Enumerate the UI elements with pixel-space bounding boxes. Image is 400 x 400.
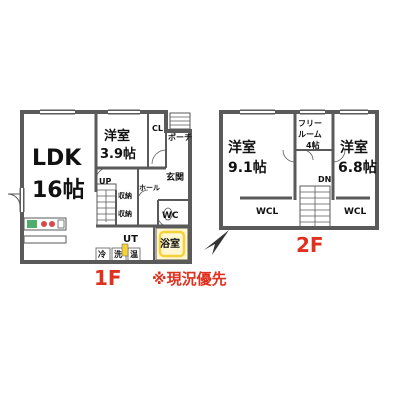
dn-label: DN <box>318 175 331 184</box>
ut-label: UT <box>123 234 138 245</box>
2f-outer-wall <box>219 110 379 230</box>
north-arrow-icon <box>204 230 229 255</box>
floor-2f-plan: 洋室 9.1帖 フリー ルーム 4帖 洋室 6.8帖 DN WCL WCL 2F <box>219 109 379 257</box>
2f-stairs <box>299 185 331 228</box>
room2-label-line2: 6.8帖 <box>338 159 377 176</box>
kitchen-sink-icon <box>27 220 37 228</box>
bathroom-label: 浴室 <box>160 237 180 250</box>
washbasin-icon <box>121 243 129 257</box>
room1-label-line2: 9.1帖 <box>228 159 267 176</box>
stove-burner-icon <box>41 221 47 227</box>
free-room-label-line3: 4帖 <box>306 140 320 150</box>
toilet-icon <box>163 207 173 221</box>
yoshitsu-label-line2: 3.9帖 <box>100 146 136 162</box>
ldk-label-line2: 16帖 <box>32 178 85 203</box>
shuno-label-1: 収納 <box>118 191 132 200</box>
genkan-label: 玄関 <box>166 171 184 183</box>
kitchen-counter <box>23 217 67 244</box>
refrigerator-label: 冷 <box>98 249 106 259</box>
room2-label-line1: 洋室 <box>340 139 368 156</box>
1f-stairs <box>96 183 117 227</box>
washer-label: 洗 <box>114 249 122 259</box>
shuno-label-2: 収納 <box>118 209 132 218</box>
cl-label: CL <box>152 124 163 133</box>
yoshitsu-label-line1: 洋室 <box>104 128 130 144</box>
ldk-label-line1: LDK <box>32 146 82 171</box>
wcl-label-2: WCL <box>344 207 367 217</box>
1f-outer-wall <box>20 110 192 264</box>
room1-label-line1: 洋室 <box>228 139 256 156</box>
current-condition-note: ※現況優先 <box>152 270 227 288</box>
stove-burner-icon <box>49 221 55 227</box>
floor-1f-plan: LDK 16帖 洋室 3.9帖 CL ポーチ UP 収納 ホール 玄関 収納 W… <box>7 109 192 290</box>
hall-label: ホール <box>139 184 160 192</box>
wcl-label-1: WCL <box>256 207 279 217</box>
floor-2f-label: 2F <box>296 233 324 257</box>
free-room-label-line2: ルーム <box>298 130 322 139</box>
floor-1f-label: 1F <box>94 266 122 290</box>
porch-label: ポーチ <box>168 132 192 142</box>
wc-label: WC <box>162 211 179 221</box>
up-label: UP <box>99 177 111 186</box>
free-room-label-line1: フリー <box>298 119 322 128</box>
water-heater-label: 温 <box>130 249 138 259</box>
